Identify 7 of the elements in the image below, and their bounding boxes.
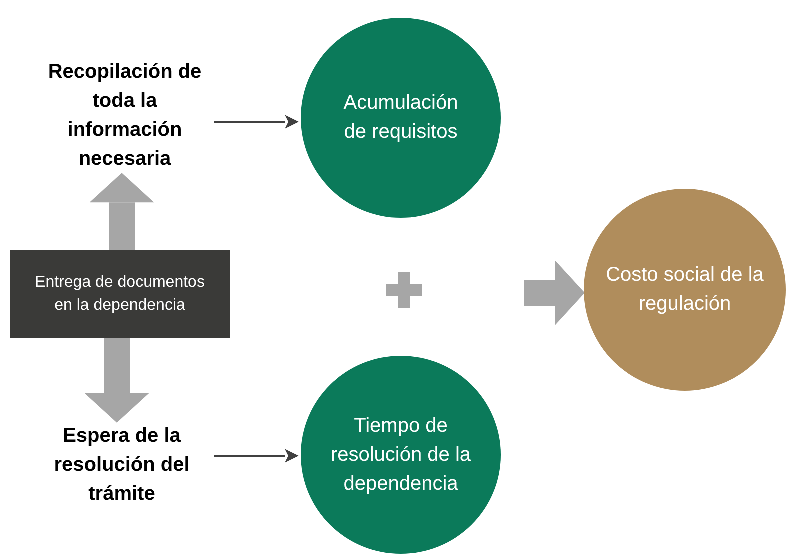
node-label: Entrega de documentos en la dependencia	[34, 272, 206, 316]
node-label: Tiempo de resolución de la dependencia	[330, 414, 472, 496]
node-label: Recopilación de toda la información necesaria	[47, 60, 203, 172]
node-label: Acumulación de requisitos	[342, 91, 460, 145]
process-box	[10, 250, 230, 338]
node-label: Costo social de la regulación	[605, 263, 765, 317]
node-label: Espera de la resolución del trámite	[53, 424, 191, 506]
